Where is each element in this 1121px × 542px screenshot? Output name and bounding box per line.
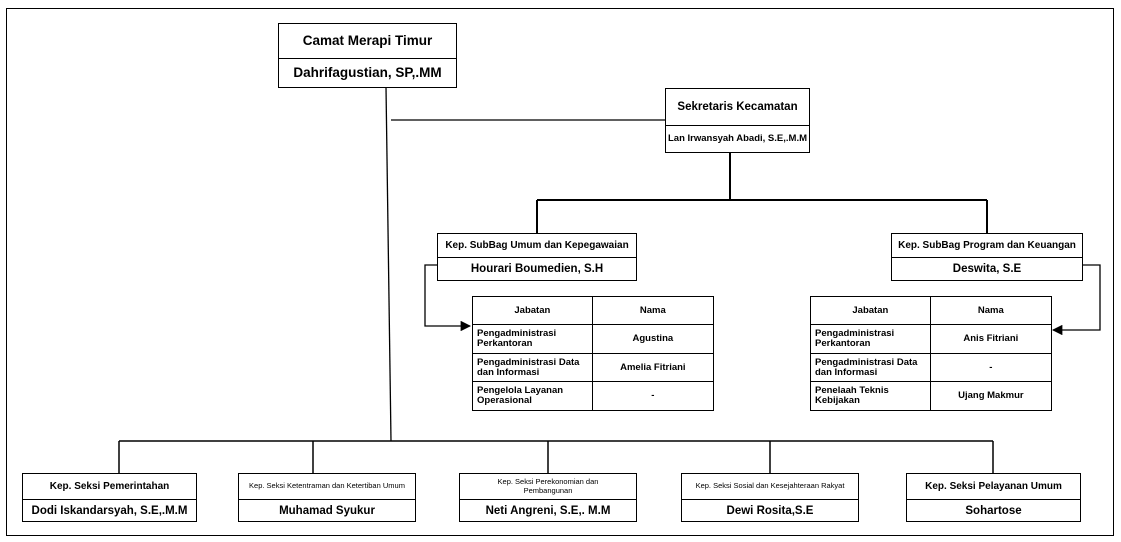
table-cell-nama: Amelia Fitriani	[591, 353, 715, 382]
table-cell-jabatan: Pengelola Layanan Operasional	[472, 381, 593, 411]
seksi-title: Kep. Seksi Sosial dan Kesejahteraan Raky…	[695, 481, 845, 491]
table-cell-nama: Agustina	[591, 324, 715, 354]
table-cell-jabatan: Pengadministrasi Perkantoran	[472, 324, 593, 354]
chart-frame	[6, 8, 1114, 536]
subbag-umum-title: Kep. SubBag Umum dan Kepegawaian	[445, 240, 629, 251]
camat-title: Camat Merapi Timur	[302, 32, 433, 48]
subbag-program-title: Kep. SubBag Program dan Keuangan	[898, 240, 1076, 251]
seksi-name: Dodi Iskandarsyah, S.E,.M.M	[23, 499, 196, 522]
arrow-umum	[424, 264, 472, 332]
sekretaris-name: Lan Irwansyah Abadi, S.E,.M.M	[666, 125, 809, 153]
subbag-program-box: Kep. SubBag Program dan Keuangan Deswita…	[891, 233, 1083, 281]
seksi-name: Sohartose	[907, 499, 1080, 522]
seksi-box-perekonomian: Kep. Seksi Perekonomian dan Pembangunan …	[459, 473, 637, 522]
camat-connector	[385, 86, 392, 442]
table-cell-jabatan: Pengadministrasi Data dan Informasi	[810, 353, 931, 382]
sekretaris-title: Sekretaris Kecamatan	[677, 100, 798, 113]
seksi-box-pemerintahan: Kep. Seksi Pemerintahan Dodi Iskandarsya…	[22, 473, 197, 522]
seksi-title: Kep. Seksi Pemerintahan	[49, 481, 170, 492]
seksi-box-pelayanan: Kep. Seksi Pelayanan Umum Sohartose	[906, 473, 1081, 522]
table-header-jabatan: Jabatan	[472, 296, 593, 325]
table-cell-jabatan: Pengadministrasi Perkantoran	[810, 324, 931, 354]
table-cell-jabatan: Pengadministrasi Data dan Informasi	[472, 353, 593, 382]
seksi-box-sosial: Kep. Seksi Sosial dan Kesejahteraan Raky…	[681, 473, 859, 522]
table-cell-jabatan: Penelaah Teknis Kebijakan	[810, 381, 931, 411]
seksi-name: Neti Angreni, S.E,. M.M	[460, 499, 636, 522]
seksi-title: Kep. Seksi Perekonomian dan Pembangunan	[497, 477, 599, 495]
table-cell-nama: Ujang Makmur	[929, 381, 1053, 411]
subbag-umum-box: Kep. SubBag Umum dan Kepegawaian Hourari…	[437, 233, 637, 281]
subbag-program-name: Deswita, S.E	[892, 257, 1082, 281]
table-header-jabatan: Jabatan	[810, 296, 931, 325]
table-cell-nama: -	[591, 381, 715, 411]
seksi-name: Muhamad Syukur	[239, 499, 415, 522]
arrow-program	[1051, 264, 1101, 336]
seksi-title: Kep. Seksi Ketentraman dan Ketertiban Um…	[249, 481, 405, 491]
seksi-title: Kep. Seksi Pelayanan Umum	[925, 481, 1062, 492]
camat-box: Camat Merapi Timur Dahrifagustian, SP,.M…	[278, 23, 457, 88]
table-header-nama: Nama	[929, 296, 1053, 325]
table-header-nama: Nama	[591, 296, 715, 325]
staff-table-umum: Jabatan Nama Pengadministrasi Perkantora…	[472, 296, 715, 411]
seksi-name: Dewi Rosita,S.E	[682, 499, 858, 522]
sekretaris-box: Sekretaris Kecamatan Lan Irwansyah Abadi…	[665, 88, 810, 153]
staff-table-program: Jabatan Nama Pengadministrasi Perkantora…	[810, 296, 1053, 411]
table-cell-nama: -	[929, 353, 1053, 382]
table-cell-nama: Anis Fitriani	[929, 324, 1053, 354]
subbag-umum-name: Hourari Boumedien, S.H	[438, 257, 636, 281]
camat-name: Dahrifagustian, SP,.MM	[279, 58, 456, 88]
seksi-box-ketentraman: Kep. Seksi Ketentraman dan Ketertiban Um…	[238, 473, 416, 522]
